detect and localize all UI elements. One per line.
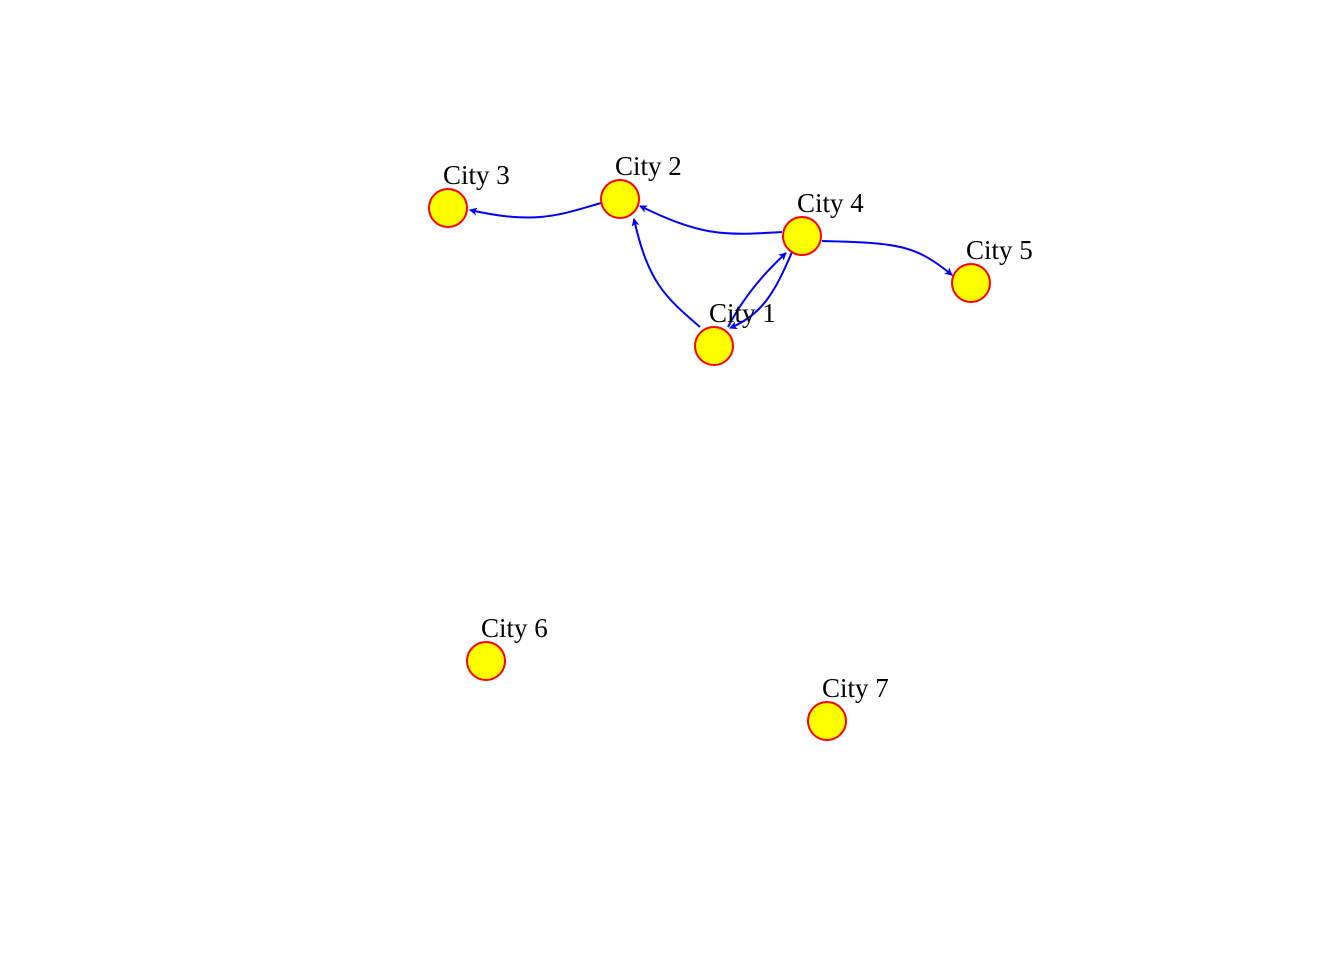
node-city2 [600, 179, 640, 219]
edge-city2-to-city3 [469, 202, 602, 219]
node-label-city5: City 5 [966, 235, 1033, 265]
edge-city4-to-city1 [729, 251, 793, 330]
node-label-city1: City 1 [709, 298, 776, 328]
node-label-city6: City 6 [481, 613, 548, 643]
node-city6 [466, 641, 506, 681]
node-label-city3: City 3 [443, 160, 510, 190]
edge-city4-to-city5 [821, 240, 953, 276]
edge-city1-to-city4 [727, 252, 787, 328]
node-city4 [782, 216, 822, 256]
node-city3 [428, 188, 468, 228]
node-label-city7: City 7 [822, 673, 889, 703]
edge-city4-to-city2 [639, 205, 783, 235]
node-label-city2: City 2 [615, 151, 682, 181]
node-city1 [694, 326, 734, 366]
node-city5 [951, 263, 991, 303]
node-labels: City 1 City 2 City 3 City 4 City 5 City 6 City… [443, 151, 1033, 703]
edges [469, 202, 953, 330]
edge-city1-to-city2 [631, 218, 701, 328]
node-label-city4: City 4 [797, 188, 864, 218]
node-city7 [807, 701, 847, 741]
nodes [428, 179, 991, 741]
